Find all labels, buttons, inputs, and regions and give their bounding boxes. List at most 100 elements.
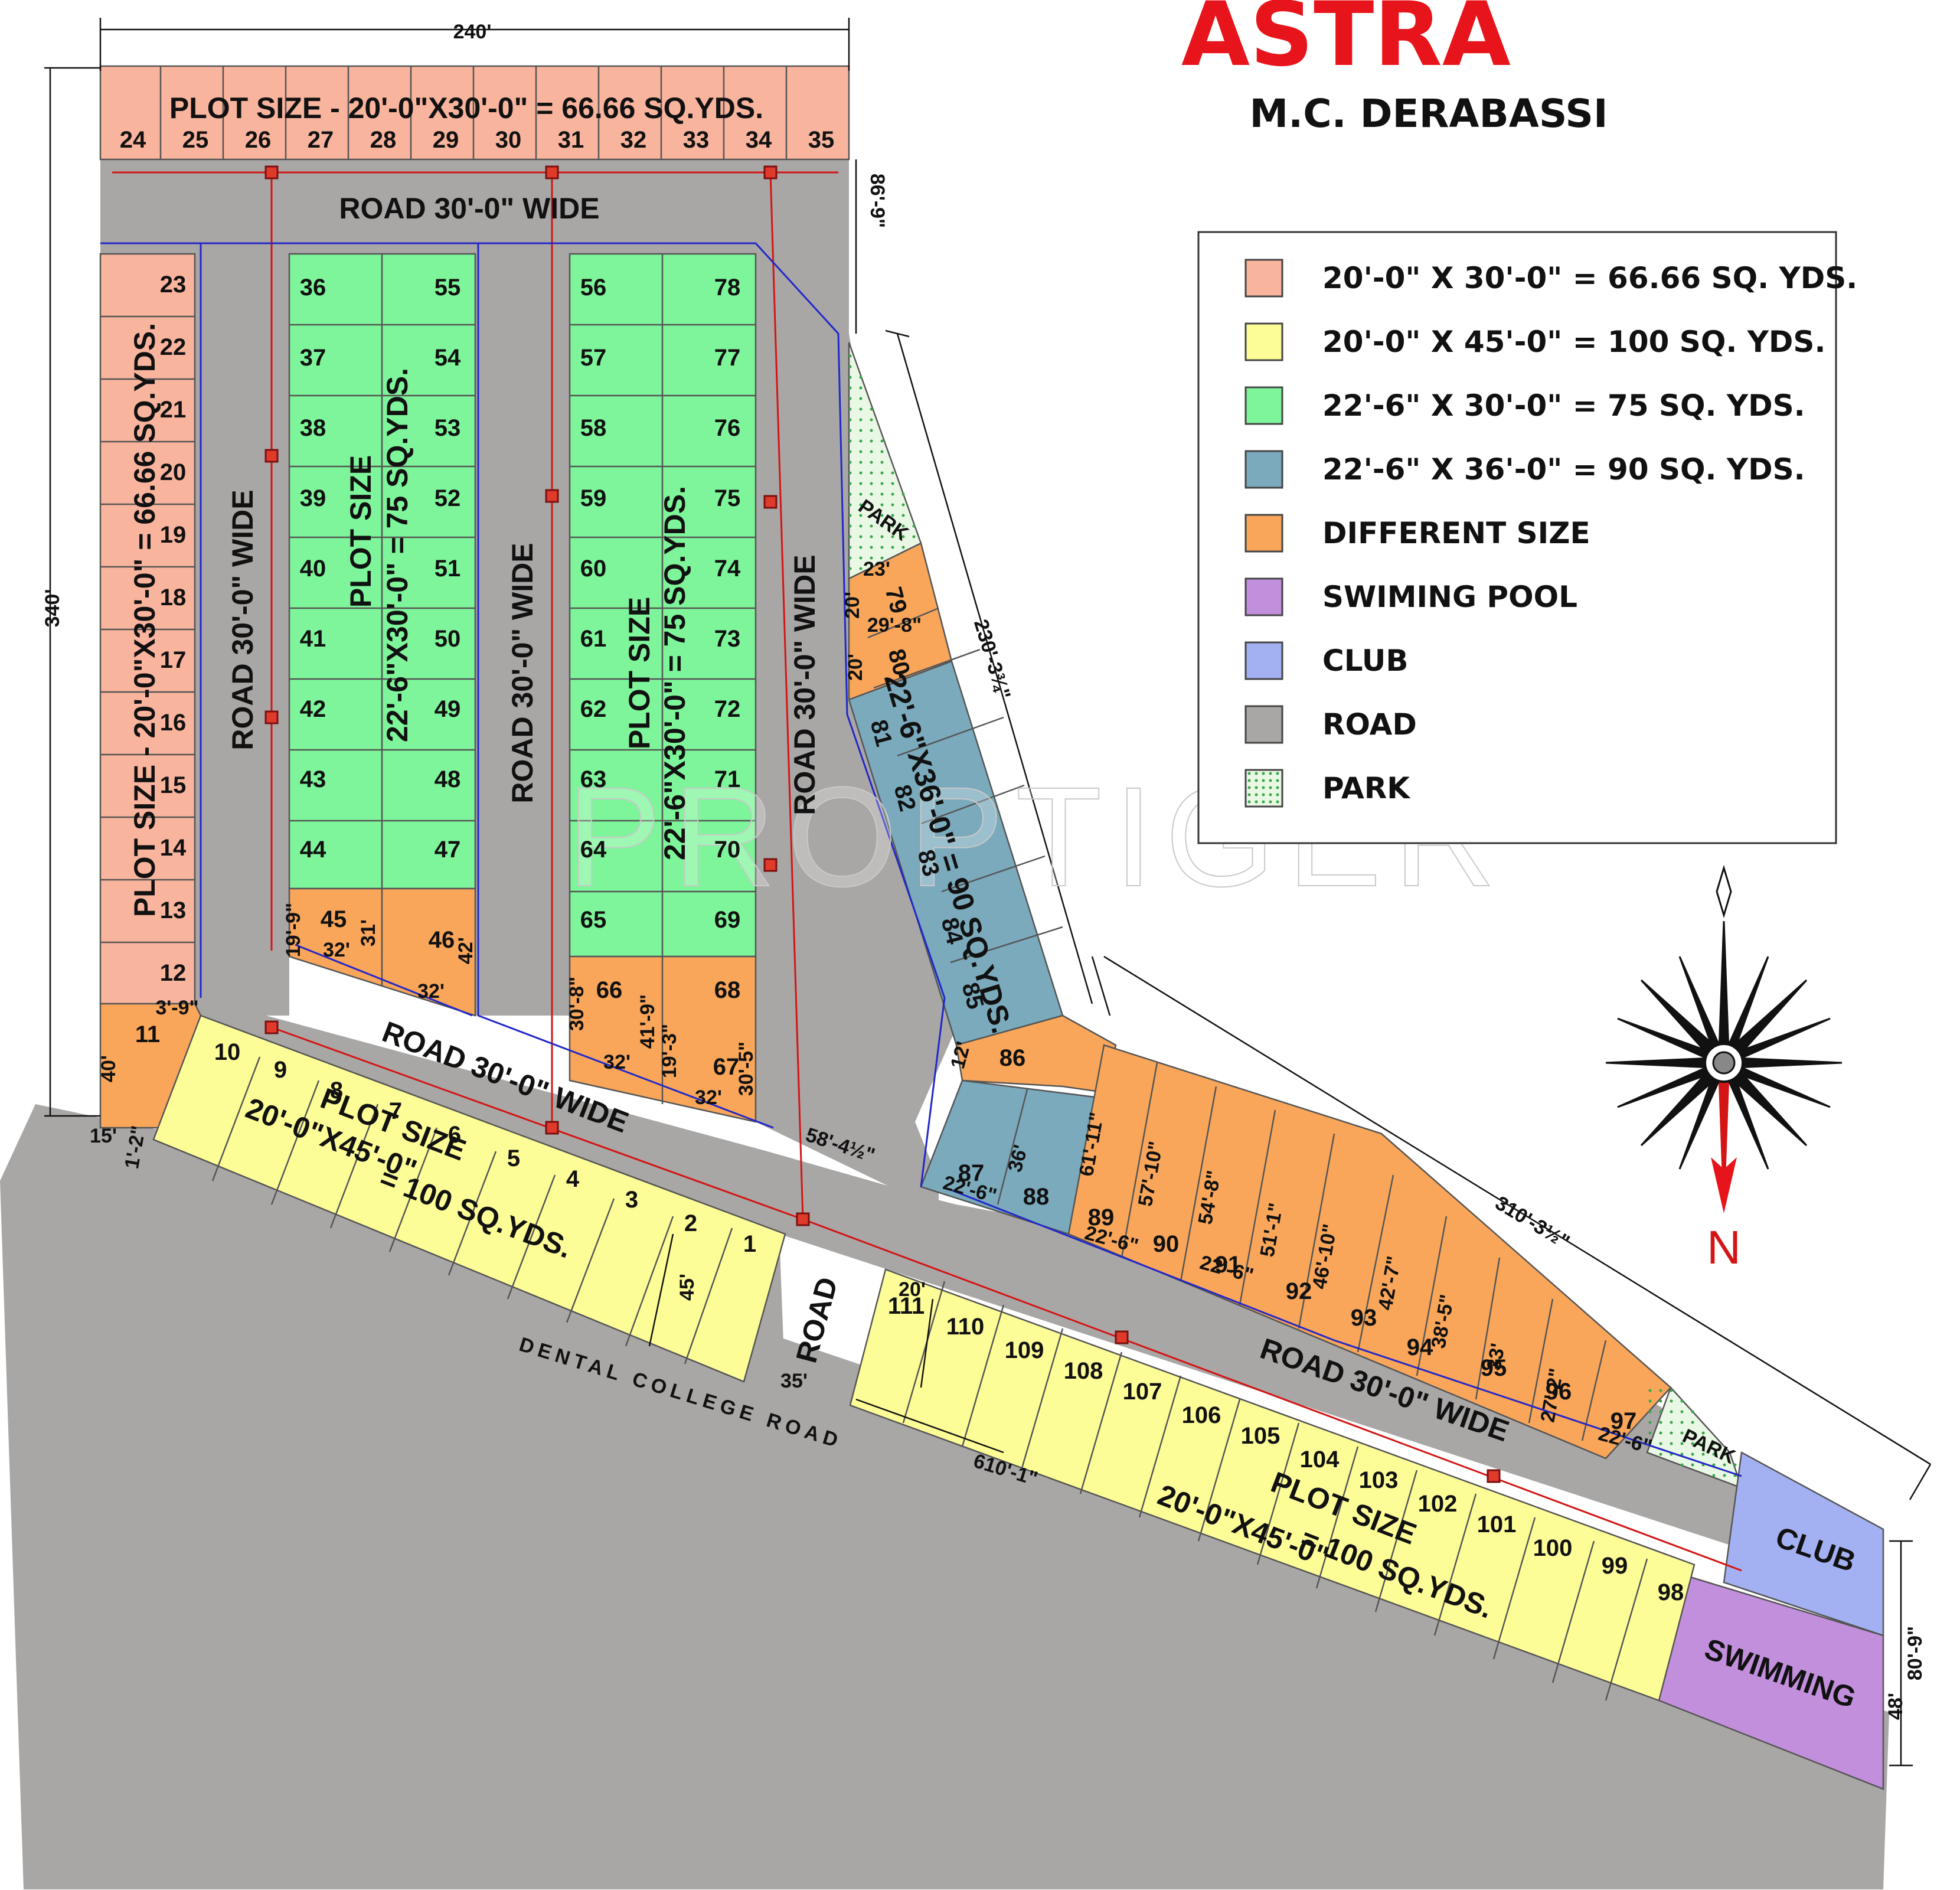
plot-number: 7 [389, 1098, 402, 1124]
plot-number: 54 [435, 345, 461, 371]
dim-20a: 20' [841, 592, 864, 619]
green2-label-a: PLOT SIZE [623, 597, 656, 749]
plot-number: 15 [160, 772, 187, 798]
plot-number: 47 [435, 837, 461, 863]
road-shape-v1 [195, 242, 289, 1016]
legend-label: PARK [1322, 771, 1411, 805]
plot-number: 29 [433, 127, 459, 153]
dim-33: 33' [1482, 1341, 1509, 1372]
plot-number: 53 [435, 415, 461, 441]
plot-number: 111 [888, 1293, 925, 1319]
plot-number: 32 [620, 127, 647, 153]
plot-number: 72 [714, 696, 741, 722]
dim-20c: 20' [899, 1278, 926, 1301]
dim-right-end: 80'-9" [1904, 1626, 1926, 1680]
subtitle: M.C. DERABASSI [1249, 91, 1608, 136]
road-shape-diag [195, 998, 1742, 1547]
plot-number: 6 [448, 1122, 461, 1148]
road-shape-top [100, 159, 849, 254]
plot-number: 68 [714, 977, 741, 1003]
legend-label: 20'-0" X 45'-0" = 100 SQ. YDS. [1322, 325, 1825, 359]
green2-label-b: 22'-6"X30'-0" = 75 SQ.YDS. [658, 486, 691, 860]
plot-number: 43 [300, 766, 326, 792]
road-shape-v2 [475, 242, 570, 1016]
road-top-label: ROAD 30'-0" WIDE [339, 192, 599, 225]
plot-number: 66 [596, 977, 623, 1003]
legend-swatch-plot_66 [1244, 259, 1283, 298]
legend-box [1197, 231, 1837, 844]
plot-number: 105 [1241, 1423, 1280, 1449]
plot-number: 33 [683, 127, 710, 153]
survey-lines [112, 165, 1742, 1572]
dim-29-8: 29'-8" [867, 614, 922, 636]
dim-40: 40' [97, 1055, 120, 1082]
plot-number: 88 [1023, 1184, 1050, 1210]
legend-label: 22'-6" X 30'-0" = 75 SQ. YDS. [1322, 389, 1805, 423]
plot-number: 45 [321, 906, 347, 932]
plot-number: 35 [808, 127, 835, 153]
dim-31: 31' [357, 919, 380, 946]
dim-48: 48' [1884, 1693, 1907, 1720]
plot-number: 55 [435, 275, 461, 301]
plot-number: 89 [1088, 1204, 1115, 1230]
legend-swatch-plot_90 [1244, 450, 1283, 489]
plot-number: 91 [1215, 1252, 1242, 1278]
legend-label: CLUB [1322, 644, 1408, 678]
plot-number: 2 [684, 1210, 697, 1236]
plot-number: 70 [714, 837, 741, 863]
plot-number: 9 [274, 1057, 287, 1083]
plot-number: 13 [160, 897, 187, 923]
road-v2-label: ROAD 30'-0" WIDE [506, 543, 539, 803]
plot-number: 3 [625, 1187, 638, 1213]
plot-number: 86 [999, 1045, 1026, 1071]
legend-swatch-plot_100 [1244, 322, 1283, 361]
green1-label-b: 22'-6"X30'-0" = 75 SQ.YDS. [381, 368, 414, 742]
dim-32b: 32' [417, 980, 445, 1003]
plot-number: 10 [214, 1039, 241, 1065]
plot-number: 77 [714, 345, 741, 371]
plot-number: 36 [300, 275, 326, 301]
plot-number: 100 [1533, 1535, 1573, 1561]
plot-number: 90 [1153, 1231, 1180, 1257]
legend-label: DIFFERENT SIZE [1322, 516, 1590, 550]
dim-42: 42' [455, 937, 477, 964]
plot-number: 24 [120, 127, 146, 153]
plot-number: 14 [160, 835, 187, 861]
plot-number: 92 [1286, 1278, 1312, 1304]
dim-32c: 32' [603, 1051, 631, 1073]
title: ASTRA [1181, 0, 1511, 86]
legend-label: 22'-6" X 36'-0" = 90 SQ. YDS. [1322, 452, 1805, 487]
plot-number: 34 [746, 127, 772, 153]
dim-15: 15' [90, 1125, 117, 1147]
block-orange-row [1067, 1044, 1672, 1460]
plot-number: 16 [160, 710, 187, 736]
plot-number: 74 [714, 556, 741, 582]
plot-number: 71 [714, 766, 741, 792]
dim-23: 23' [863, 558, 890, 580]
plot-number: 99 [1602, 1553, 1628, 1579]
plot-number: 73 [714, 626, 741, 652]
plot-number: 98 [1658, 1579, 1684, 1605]
block-yellow-right [849, 1268, 1696, 1702]
plot-number: 110 [946, 1314, 985, 1340]
plot-number: 61 [580, 626, 607, 652]
plot-number: 8 [330, 1078, 343, 1104]
plot-number: 22 [160, 334, 187, 360]
plot-number: 4 [566, 1166, 580, 1192]
boundary-lines [100, 242, 1742, 1477]
plot-number: 31 [558, 127, 584, 153]
plot-number: 26 [245, 127, 272, 153]
dim-30-8: 30'-8" [566, 977, 588, 1031]
plot-number: 44 [300, 837, 326, 863]
legend-label: ROAD [1322, 707, 1417, 742]
plot-number: 5 [507, 1145, 520, 1171]
plot-number: 101 [1477, 1512, 1517, 1538]
plot-number: 76 [714, 415, 741, 441]
plot-number: 57 [580, 345, 607, 371]
left-plot-size: PLOT SIZE - 20'-0"X30'-0" = 66.66 SQ.YDS… [128, 323, 161, 917]
plot-number: 20 [160, 459, 187, 485]
north-label: N [1707, 1221, 1741, 1274]
road-short-label: ROAD [789, 1274, 844, 1366]
